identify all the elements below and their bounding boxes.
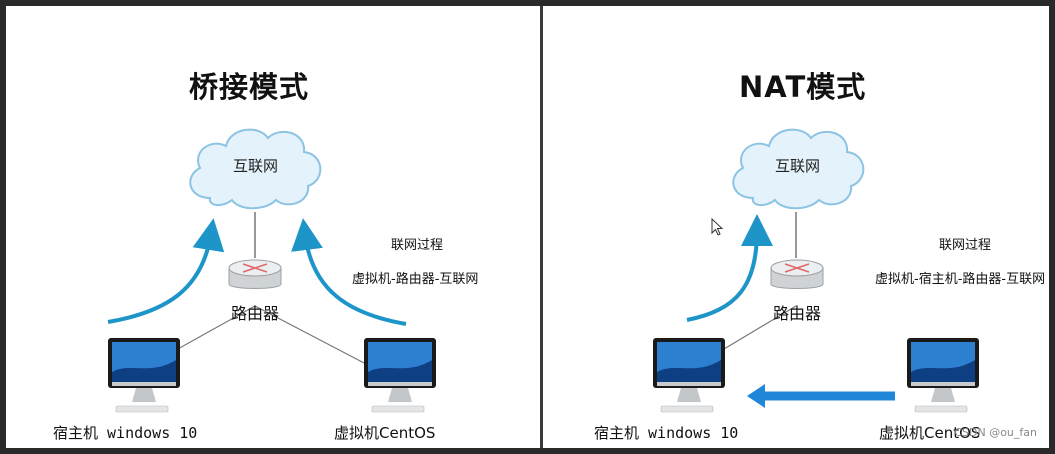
network-process-path: 虚拟机-路由器-互联网: [352, 268, 478, 287]
network-process-title: 联网过程: [391, 234, 443, 253]
host-label: 宿主机 windows 10: [594, 422, 738, 443]
host-monitor-icon: [651, 336, 731, 418]
keyboard-icon: [116, 406, 168, 412]
host-label: 宿主机 windows 10: [53, 422, 197, 443]
vm-label: 虚拟机CentOS: [334, 422, 435, 443]
bridge-arrows: [6, 6, 540, 448]
bridge-mode-panel: 桥接模式 互联网 路由器: [6, 6, 540, 448]
vm-monitor-icon: [362, 336, 442, 418]
nat-mode-panel: NAT模式 互联网 路由器: [543, 6, 1049, 448]
network-process-title: 联网过程: [939, 234, 991, 253]
keyboard-icon: [915, 406, 967, 412]
keyboard-icon: [372, 406, 424, 412]
watermark: CSDN @ou_fan: [954, 426, 1037, 439]
vm-monitor-icon: [905, 336, 985, 418]
host-uplink-arrow: [108, 234, 211, 322]
keyboard-icon: [661, 406, 713, 412]
host-uplink-arrow: [687, 230, 757, 320]
vm-to-host-arrowhead: [747, 384, 765, 408]
network-process-path: 虚拟机-宿主机-路由器-互联网: [875, 268, 1045, 287]
diagram-canvas: 桥接模式 互联网 路由器: [6, 6, 1049, 448]
host-monitor-icon: [106, 336, 186, 418]
